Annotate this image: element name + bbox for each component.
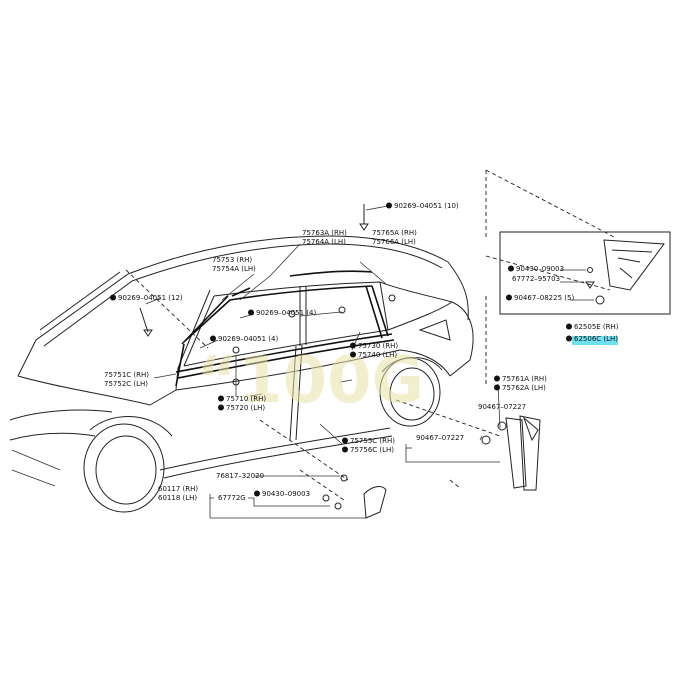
callout-part-number: 75754A (LH) xyxy=(212,265,256,273)
callout-part-number: 75765A (RH) xyxy=(372,229,417,237)
callout-c2: 90269–04051 (12) xyxy=(110,294,183,302)
callout-part-number: 75762A (LH) xyxy=(502,384,546,392)
callout-bullet xyxy=(386,202,392,209)
callout-c7: 90269–04051 (4) xyxy=(210,335,278,343)
callout-c23: 62506C (LH) xyxy=(566,335,618,343)
callout-part-number: 90269–04051 (10) xyxy=(394,202,459,210)
callout-part-number: 75710 (RH) xyxy=(226,395,266,403)
callout-bullet xyxy=(342,437,348,444)
callout-part-number: 75730 (RH) xyxy=(358,342,398,350)
callout-part-number: 75763A (RH) xyxy=(302,229,347,237)
callout-labels: 90269–04051 (10) 90269–04051 (12) 75763A (… xyxy=(104,202,619,502)
callout-c21: 90467–08225 (5) xyxy=(506,294,574,302)
callout-part-number: 75761A (RH) xyxy=(502,375,547,383)
callout-part-number: 75752C (LH) xyxy=(104,380,148,388)
callout-c17: 67772G xyxy=(218,494,246,502)
callout-part-number: 60117 (RH) xyxy=(158,485,198,493)
callout-part-number: 75751C (RH) xyxy=(104,371,149,379)
callout-bullet xyxy=(566,323,572,330)
callout-part-number: 67772G xyxy=(218,494,246,502)
callout-part-number: 67772–95703 xyxy=(512,275,560,283)
window-moldings xyxy=(175,270,395,387)
callout-part-number: 90467–07227 xyxy=(416,434,464,442)
callout-bullet xyxy=(494,384,500,391)
callout-bullet xyxy=(508,265,514,272)
callout-part-number: 90430–09003 xyxy=(262,490,310,498)
callout-part-number: 75756C (LH) xyxy=(350,446,394,454)
callout-bullet xyxy=(254,490,260,497)
callout-bullet xyxy=(210,335,216,342)
callout-c11: 75761A (RH)75762A (LH) xyxy=(494,375,547,392)
callout-bullet xyxy=(350,342,356,349)
callout-part-number: 75753 (RH) xyxy=(212,256,252,264)
callout-part-number: 75720 (LH) xyxy=(226,404,265,412)
watermark: “100G xyxy=(196,344,424,418)
callout-bullet xyxy=(218,404,224,411)
callout-c4: 75753 (RH)75754A (LH) xyxy=(212,256,256,273)
callout-part-number: 75764A (LH) xyxy=(302,238,346,246)
callout-part-number: 60118 (LH) xyxy=(158,494,197,502)
callout-part-number: 75755C (RH) xyxy=(350,437,395,445)
callout-part-number: 90467–07227 xyxy=(478,403,526,411)
callout-part-number: 75740 (LH) xyxy=(358,351,397,359)
callout-bullet xyxy=(506,294,512,301)
callout-part-number: 90269–04051 (12) xyxy=(118,294,183,302)
callout-part-number: 90269–04051 (4) xyxy=(256,309,316,317)
callout-c19: 90430–09003 xyxy=(508,265,564,273)
callout-c15: 76817–32020 xyxy=(216,472,264,480)
callout-part-number: 90430–09003 xyxy=(516,265,564,273)
callout-part-number: 62505E (RH) xyxy=(574,323,619,331)
callout-bullet xyxy=(218,395,224,402)
callout-c22: 62505E (RH) xyxy=(566,323,619,331)
callout-c3: 75763A (RH)75764A (LH) xyxy=(302,229,347,246)
callout-c1: 90269–04051 (10) xyxy=(386,202,459,210)
callout-c14: 75755C (RH)75756C (LH) xyxy=(342,437,395,454)
callout-c5: 75765A (RH)75766A (LH) xyxy=(372,229,417,246)
callout-bullet xyxy=(248,309,254,316)
callout-part-number: 76817–32020 xyxy=(216,472,264,480)
callout-part-number: 90467–08225 (5) xyxy=(514,294,574,302)
callout-c18: 90430–09003 xyxy=(254,490,310,498)
callout-c16: 60117 (RH)60118 (LH) xyxy=(158,485,198,502)
callout-bullet xyxy=(350,351,356,358)
callout-part-number: 75766A (LH) xyxy=(372,238,416,246)
callout-c9: 75751C (RH)75752C (LH) xyxy=(104,371,149,388)
detail-box-rear-garnish xyxy=(499,231,671,315)
dashed-guides xyxy=(125,169,617,501)
callout-bullet xyxy=(342,446,348,453)
callout-bullet xyxy=(566,335,572,342)
callout-c12: 90467–07227 xyxy=(478,403,526,411)
callout-bullet xyxy=(494,375,500,382)
callout-c8: 75730 (RH)75740 (LH) xyxy=(350,342,398,359)
callout-bullet xyxy=(110,294,116,301)
callout-c13: 90467–07227 xyxy=(416,434,464,442)
callout-part-number: 62506C (LH) xyxy=(574,335,618,343)
callout-c6: 90269–04051 (4) xyxy=(248,309,316,317)
lower-bracket-group xyxy=(209,444,500,519)
highlight-62506C xyxy=(572,336,618,345)
callout-c10: 75710 (RH)75720 (LH) xyxy=(218,395,266,412)
rear-garnish-strips xyxy=(481,415,541,491)
callout-part-number: 90269–04051 (4) xyxy=(218,335,278,343)
callout-c20: 67772–95703 xyxy=(512,275,560,283)
